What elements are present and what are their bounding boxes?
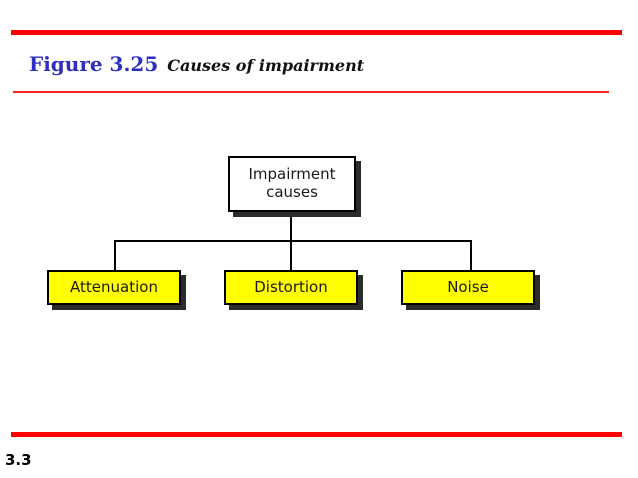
node-attenuation-label: Attenuation bbox=[70, 277, 158, 296]
node-impairment-causes-label: Impairment causes bbox=[248, 165, 336, 201]
node-distortion: Distortion bbox=[224, 270, 358, 305]
connector-drop-distortion bbox=[290, 240, 292, 271]
header-top-rule bbox=[11, 30, 622, 35]
page-number: 3.3 bbox=[5, 451, 32, 469]
figure-header: Figure 3.25 Causes of impairment bbox=[29, 52, 364, 76]
figure-label: Figure 3.25 bbox=[29, 52, 159, 76]
node-attenuation: Attenuation bbox=[47, 270, 181, 305]
node-distortion-label: Distortion bbox=[254, 277, 328, 296]
connector-drop-noise bbox=[470, 240, 472, 271]
node-noise-label: Noise bbox=[447, 277, 489, 296]
connector-drop-attenuation bbox=[114, 240, 116, 271]
figure-caption: Causes of impairment bbox=[167, 56, 365, 75]
node-label-line-2: causes bbox=[266, 183, 318, 201]
node-impairment-causes: Impairment causes bbox=[228, 156, 356, 212]
footer-rule bbox=[11, 432, 622, 437]
connector-trunk bbox=[290, 212, 292, 241]
node-noise: Noise bbox=[401, 270, 535, 305]
header-bottom-rule bbox=[13, 91, 609, 93]
connector-horizontal-bus bbox=[114, 240, 472, 242]
node-label-line-1: Impairment bbox=[248, 165, 336, 184]
